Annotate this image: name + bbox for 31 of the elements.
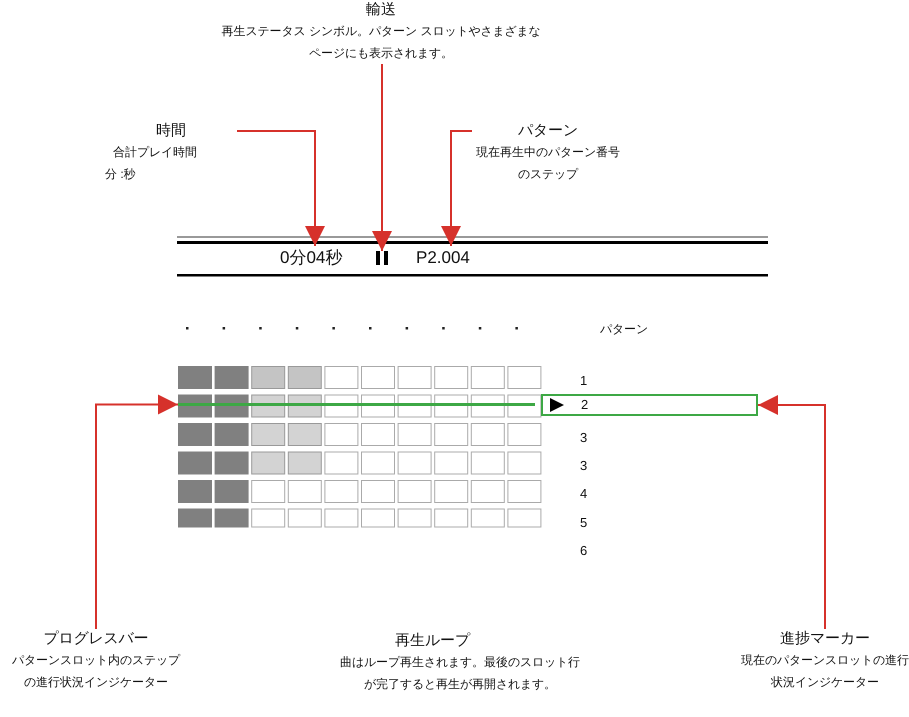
callout-description: 再生ステータス シンボル。パターン スロットやさまざまなページにも表示されます。 <box>221 23 541 62</box>
callout-title: 時間 <box>155 121 187 141</box>
row-number: 3 <box>580 429 588 447</box>
status-text: 0分04秒 <box>280 248 342 267</box>
row-number: 4 <box>580 485 588 503</box>
arrow <box>758 395 826 629</box>
progress-line <box>178 403 535 406</box>
row-number: 2 <box>581 396 588 414</box>
callout-description: パターンスロット内のステップの進行状況インジケーター <box>11 652 182 691</box>
description-text: 曲はループ再生されます。最後のスロット行が完了すると再生が再開されます。 <box>339 654 581 693</box>
pause-icon <box>376 251 388 265</box>
callout-title: プログレスバー <box>42 629 150 649</box>
arrow <box>95 394 178 629</box>
callout-description: 現在再生中のパターン番号のステップ <box>475 144 621 183</box>
arrow <box>372 64 392 251</box>
callout-title: 進捗マーカー <box>779 629 871 649</box>
callout-description: 現在のパターンスロットの進行状況インジケーター <box>740 652 909 691</box>
callout-title: 輸送 <box>365 0 397 20</box>
arrow <box>237 130 325 246</box>
arrow <box>441 130 472 246</box>
row-number: 5 <box>580 514 588 532</box>
callout-description: 合計プレイ時間 <box>112 144 198 161</box>
section-title: 再生ループ <box>394 631 472 651</box>
row-number: 6 <box>580 542 588 560</box>
highlight-box <box>541 394 758 416</box>
callout-description: 分 :秒 <box>105 166 137 183</box>
column-heading: パターン <box>600 321 649 338</box>
row-number: 1 <box>580 372 588 390</box>
callout-title: パターン <box>517 121 579 141</box>
status-text: P2.004 <box>416 248 470 267</box>
row-number: 3 <box>580 457 588 475</box>
